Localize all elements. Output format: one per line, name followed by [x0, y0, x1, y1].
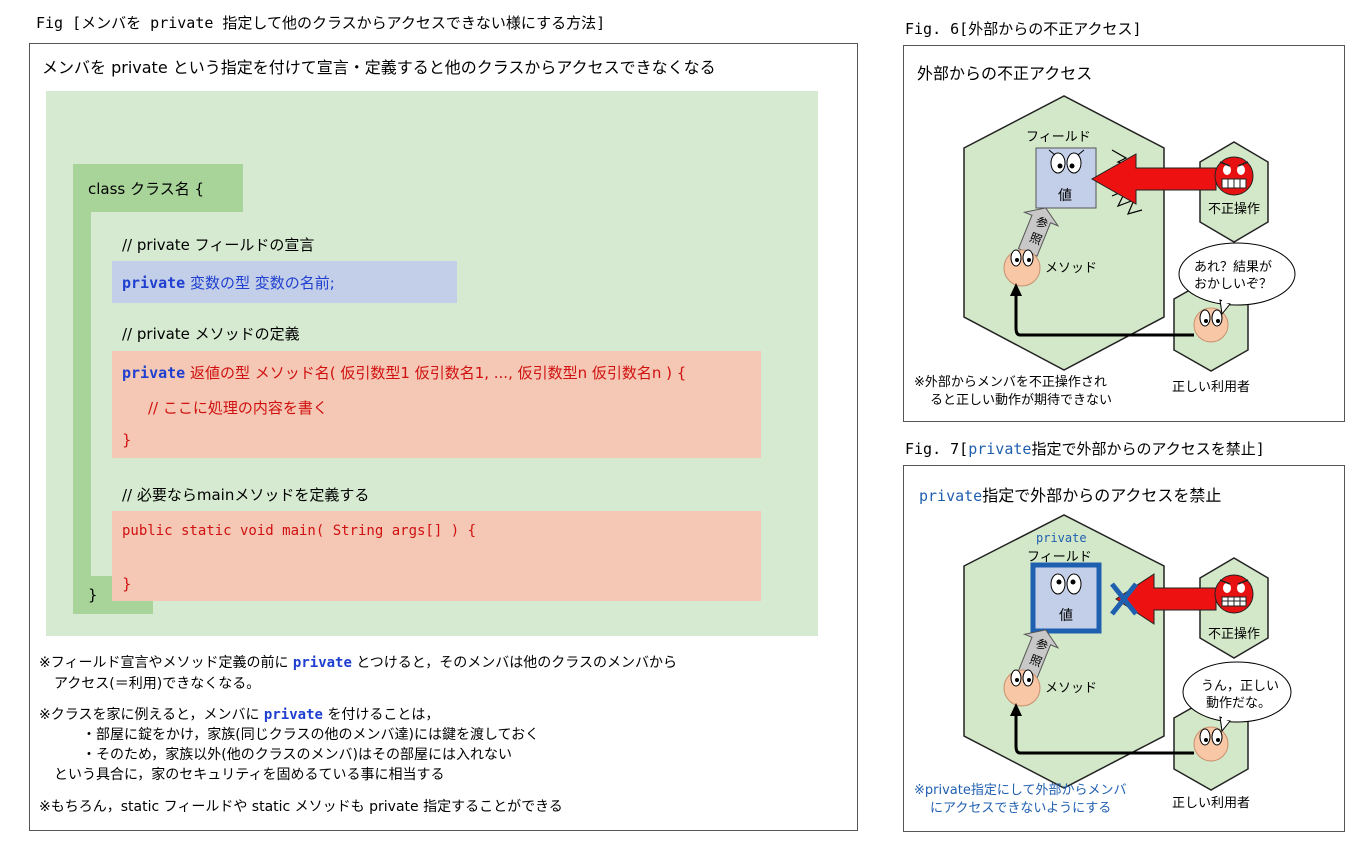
fig6-field-face [1048, 149, 1085, 174]
field-decl-box: private 変数の型 変数の名前; [112, 261, 457, 303]
main-method-sig: public static void main( String args[] )… [122, 523, 477, 539]
main-method-comment: // 必要ならmainメソッドを定義する [122, 486, 370, 504]
fig6-note-1: ※外部からメンバを不正操作され [914, 375, 1107, 390]
fig6-attack-arrow [1090, 153, 1217, 205]
field-comment: // private フィールドの宣言 [122, 236, 315, 254]
fig7-user-path [1014, 711, 1194, 755]
main-caption: Fig [メンバを private 指定して他のクラスからアクセスできない様にす… [36, 14, 606, 32]
fig7-user-face [1193, 726, 1229, 762]
class-open-bar [73, 164, 243, 212]
note-3: ※もちろん，static フィールドや static メソッドも private… [39, 799, 563, 815]
fig7-title-keyword: private [919, 487, 983, 505]
fig7-caption-keyword: private [968, 440, 1032, 458]
class-close-text: } [88, 586, 98, 604]
fig6-attacker-face [1214, 156, 1254, 196]
fig7-method-face [1003, 669, 1041, 707]
fig6-diagram [963, 95, 1296, 372]
class-open-text: class クラス名 { [88, 180, 205, 198]
fig7-method-label: メソッド [1045, 681, 1098, 696]
fig6-class-hexagon [963, 95, 1165, 371]
fig6-method-face [1003, 249, 1041, 287]
fig6-field-label: フィールド [1026, 130, 1091, 145]
fig7-title: private指定で外部からのアクセスを禁止 [919, 486, 1222, 505]
code-area: class クラス名 { } // private フィールドの宣言 priva… [46, 91, 818, 636]
method-sig-line: private 返値の型 メソッド名( 仮引数型1 仮引数名1, ..., 仮引… [122, 362, 686, 383]
fig7-frame: private指定で外部からのアクセスを禁止 [903, 465, 1345, 832]
fig7-attacker-face [1214, 574, 1254, 614]
fig6-bubble-line-1: あれ？結果が [1194, 260, 1273, 275]
fig6-user-path [1014, 291, 1194, 337]
fig6-bubble-line-2: おかしいぞ？ [1194, 277, 1273, 292]
method-keyword: private [122, 364, 186, 382]
fig7-diagram [963, 514, 1292, 791]
note-2-line-1: ※クラスを家に例えると，メンバに private を付けることは， [39, 707, 440, 723]
fig6-note-2: ると正しい動作が期待できない [930, 393, 1113, 408]
fig7-attacker-label: 不正操作 [1208, 627, 1261, 642]
fig7-speech-bubble [1182, 661, 1292, 723]
method-box: private 返値の型 メソッド名( 仮引数型1 仮引数名1, ..., 仮引… [112, 351, 761, 458]
fig7-bubble-line-1: うん，正しい [1201, 679, 1280, 694]
fig7-block-mark [1110, 582, 1138, 616]
fig7-value-label: 値 [1059, 608, 1073, 624]
fig7-note-1: ※private指定にして外部からメンバ [914, 783, 1127, 798]
note-2-item-2: ・そのため，家族以外(他のクラスのメンバ)はその部屋には入れない [82, 747, 512, 763]
note-1-line-1: ※フィールド宣言やメソッド定義の前に private とつけると，そのメンバは他… [39, 655, 677, 671]
fig7-private-label: private [1036, 531, 1087, 545]
fig7-user-path-head [1010, 703, 1022, 716]
fig7-bubble-line-2: 動作だな。 [1206, 696, 1272, 711]
fig7-field-label: フィールド [1027, 550, 1092, 565]
fig6-speech-bubble [1178, 242, 1296, 306]
note-2-keyword: private [263, 707, 323, 723]
fig6-user-label: 正しい利用者 [1172, 380, 1251, 395]
fig6-user-face [1193, 307, 1229, 343]
method-comment: // private メソッドの定義 [122, 325, 300, 343]
fig7-note-2: にアクセスできないようにする [930, 801, 1112, 816]
main-method-close: } [122, 575, 132, 593]
field-keyword: private [122, 274, 186, 292]
fig6-value-box [1035, 147, 1097, 209]
fig6-caption: Fig. 6[外部からの不正アクセス] [905, 20, 1142, 38]
main-frame: メンバを private という指定を付けて宣言・定義すると他のクラスからアクセ… [29, 43, 858, 831]
fig6-user-path-head [1010, 283, 1022, 296]
fig7-user-label: 正しい利用者 [1172, 796, 1251, 811]
main-heading: メンバを private という指定を付けて宣言・定義すると他のクラスからアクセ… [42, 58, 716, 77]
fig6-method-label: メソッド [1045, 261, 1098, 276]
fig7-locked-value-box [1030, 562, 1102, 634]
fig7-field-face [1050, 573, 1082, 595]
fig6-attacker-label: 不正操作 [1208, 202, 1261, 217]
note-2-item-3: という具合に，家のセキュリティを固めるている事に相当する [54, 767, 445, 783]
class-body-bar [73, 164, 91, 604]
fig6-title: 外部からの不正アクセス [917, 64, 1093, 83]
method-sig-text: 返値の型 メソッド名( 仮引数型1 仮引数名1, ..., 仮引数型n 仮引数名… [185, 364, 687, 382]
fig6-frame: 外部からの不正アクセス [903, 45, 1345, 422]
note-1-keyword: private [292, 655, 352, 671]
field-decl-text: 変数の型 変数の名前; [185, 274, 335, 292]
note-2-item-1: ・部屋に錠をかけ，家族(同じクラスの他のメンバ達)には鍵を渡しておく [82, 727, 540, 743]
note-1-line-2: アクセス(＝利用)できなくなる。 [54, 676, 261, 692]
main-method-box: public static void main( String args[] )… [112, 511, 761, 601]
fig7-caption: Fig. 7[private指定で外部からのアクセスを禁止] [905, 440, 1265, 458]
field-decl-line: private 変数の型 変数の名前; [122, 272, 335, 293]
method-body-text: // ここに処理の内容を書く [148, 399, 328, 417]
method-close-text: } [122, 431, 132, 449]
fig6-value-label: 値 [1058, 188, 1072, 204]
